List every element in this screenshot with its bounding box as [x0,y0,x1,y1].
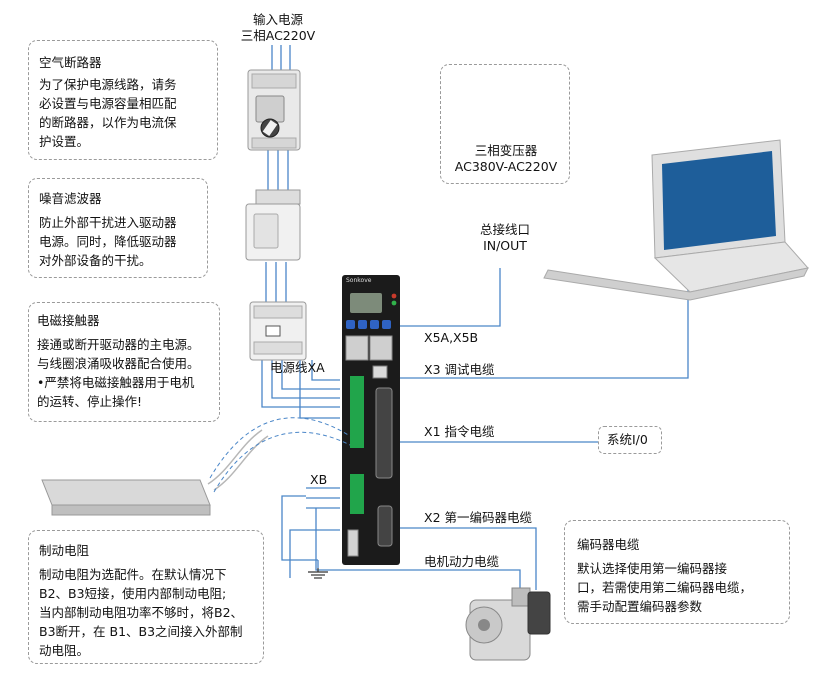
power-line-xa-label: 电源线XA [270,360,325,375]
brake-line-3: 当内部制动电阻功率不够时，将B2、 [39,605,244,620]
bus-port-label: 总接线口 IN/OUT [470,222,540,254]
brake-line-4: B3断开，在 B1、B3之间接入外部制 [39,624,243,639]
contactor-desc: 接通或断开驱动器的主电源。 与线圈浪涌吸收器配合使用。 •严禁将电磁接触器用于电… [37,335,200,411]
brake-line-5: 动电阻。 [39,643,90,658]
brake-line-1: 制动电阻为选配件。在默认情况下 [39,567,227,582]
x2-label: X2 第一编码器电缆 [424,510,532,525]
servo-motor-device [465,587,551,661]
x5-label: X5A,X5B [424,330,479,345]
filter-line-3: 对外部设备的干扰。 [39,253,152,268]
power-input-line2: 三相AC220V [240,28,316,43]
motor-power-label: 电机动力电缆 [424,554,500,569]
brake-line-2: B2、B3短接，使用内部制动电阻; [39,586,227,601]
encoder-line-2: 口，若需使用第二编码器电缆， [577,580,753,595]
servo-drive-device [342,275,400,565]
breaker-title: 空气断路器 [39,55,102,70]
encoder-line-3: 需手动配置编码器参数 [577,599,703,614]
breaker-line-3: 的断路器，以作为电流保 [39,115,177,130]
brand-label: Sonkove [346,277,372,284]
brake-resistor-title: 制动电阻 [39,543,90,558]
bus-port-line2: IN/OUT [483,238,527,253]
x1-label: X1 指令电缆 [424,424,495,439]
filter-title: 噪音滤波器 [39,191,102,206]
system-io-label: 系统I/0 [607,432,648,447]
brake-resistor-desc: 制动电阻为选配件。在默认情况下 B2、B3短接，使用内部制动电阻; 当内部制动电… [39,565,243,660]
contactor-line-3: •严禁将电磁接触器用于电机 [37,375,195,390]
xb-label: XB [310,472,328,487]
ground-symbol [308,568,328,579]
breaker-line-2: 必设置与电源容量相匹配 [39,96,177,111]
transformer-label: 三相变压器 AC380V-AC220V [441,143,571,175]
power-input-label: 输入电源 三相AC220V [238,12,318,44]
brake-resistor-info-box: 制动电阻 制动电阻为选配件。在默认情况下 B2、B3短接，使用内部制动电阻; 当… [28,530,264,664]
bus-port-line1: 总接线口 [479,222,530,237]
contactor-info-box: 电磁接触器 接通或断开驱动器的主电源。 与线圈浪涌吸收器配合使用。 •严禁将电磁… [28,302,220,422]
system-io-box: 系统I/0 [598,426,662,454]
encoder-info-box: 编码器电缆 默认选择使用第一编码器接 口，若需使用第二编码器电缆， 需手动配置编… [564,520,790,624]
transformer-info-box: 三相变压器 AC380V-AC220V [440,64,570,184]
noise-filter-device [245,189,301,261]
contactor-title: 电磁接触器 [37,313,100,328]
contactor-line-2: 与线圈浪涌吸收器配合使用。 [37,356,200,371]
transformer-line1: 三相变压器 [474,143,538,158]
breaker-desc: 为了保护电源线路，请务 必设置与电源容量相匹配 的断路器，以作为电流保 护设置。 [39,75,177,151]
laptop-device [543,139,809,301]
transformer-line2: AC380V-AC220V [454,159,558,174]
contactor-line-4: 的运转、停止操作! [37,394,143,409]
filter-line-2: 电源。同时，降低驱动器 [39,234,177,249]
magnetic-contactor-device [249,301,307,361]
power-input-line1: 输入电源 [252,12,303,27]
circuit-breaker-device [247,69,301,151]
x3-label: X3 调试电缆 [424,362,495,377]
breaker-info-box: 空气断路器 为了保护电源线路，请务 必设置与电源容量相匹配 的断路器，以作为电流… [28,40,218,160]
filter-info-box: 噪音滤波器 防止外部干扰进入驱动器 电源。同时，降低驱动器 对外部设备的干扰。 [28,178,208,278]
filter-line-1: 防止外部干扰进入驱动器 [39,215,177,230]
encoder-line-1: 默认选择使用第一编码器接 [577,561,728,576]
brake-resistor-device [41,417,351,516]
encoder-desc: 默认选择使用第一编码器接 口，若需使用第二编码器电缆， 需手动配置编码器参数 [577,559,752,616]
breaker-line-1: 为了保护电源线路，请务 [39,77,177,92]
encoder-title: 编码器电缆 [577,537,640,552]
breaker-line-4: 护设置。 [39,134,90,149]
filter-desc: 防止外部干扰进入驱动器 电源。同时，降低驱动器 对外部设备的干扰。 [39,213,177,270]
contactor-line-1: 接通或断开驱动器的主电源。 [37,337,200,352]
